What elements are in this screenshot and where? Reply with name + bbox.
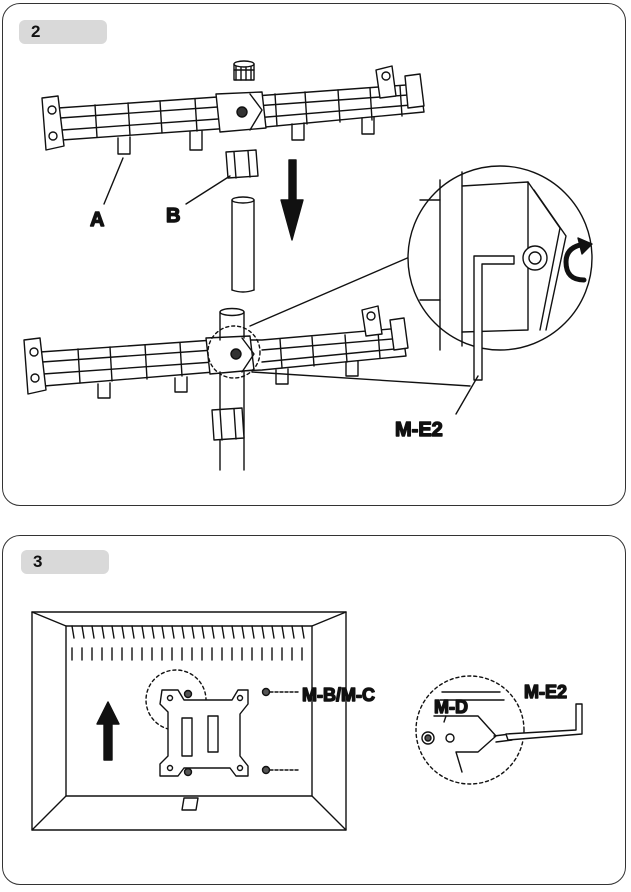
label-a: A <box>90 209 104 231</box>
label-md: M-D <box>434 697 468 717</box>
bushing-b <box>225 149 259 179</box>
leader-md <box>443 715 447 723</box>
label-me2-step3: M-E2 <box>524 682 567 702</box>
up-arrow-icon <box>96 701 120 761</box>
step-2-badge: 2 <box>19 20 107 44</box>
crossbar-assembled <box>23 305 409 399</box>
leader-b <box>185 175 231 205</box>
step-3-badge: 3 <box>21 550 109 574</box>
leader-me2-step2 <box>455 375 479 415</box>
label-mbmc: M-B/M-C <box>302 685 375 705</box>
crossbar-top <box>41 60 425 155</box>
label-me2-step2: M-E2 <box>395 419 443 441</box>
screw-detail <box>415 675 583 785</box>
label-b: B <box>166 205 180 227</box>
rotate-clockwise-icon <box>563 237 593 283</box>
down-arrow-icon <box>280 159 304 241</box>
zoom-detail <box>407 165 593 381</box>
vesa-plate <box>145 669 301 777</box>
leader-a <box>103 157 124 205</box>
zoom-connector <box>249 255 471 387</box>
pole-assembled <box>211 307 245 471</box>
pole-middle <box>231 196 255 293</box>
